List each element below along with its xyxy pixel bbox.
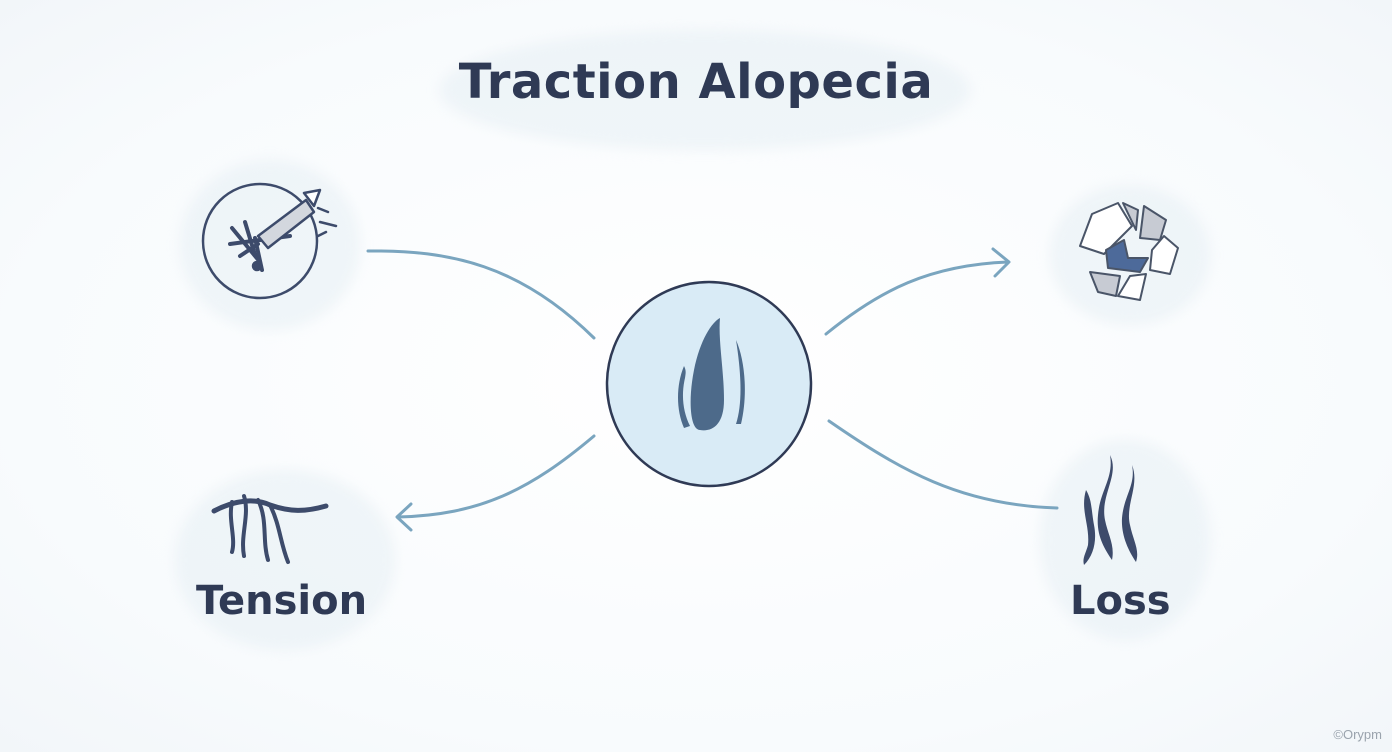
hair-follicle-icon [678, 318, 745, 431]
watermark: ©Orypm [1333, 727, 1382, 742]
title-glow [440, 30, 970, 150]
connector-top-right [824, 260, 1010, 336]
broken-circle-icon [1079, 202, 1179, 301]
connector-bottom-left [396, 434, 596, 519]
pulled-hair-icon [211, 494, 329, 564]
loss-label: Loss [1070, 578, 1171, 624]
arrowhead-top-right [991, 247, 1011, 278]
falling-strands-icon [1083, 455, 1138, 565]
tension-glow [175, 470, 395, 650]
connectors [366, 247, 1059, 532]
connector-bottom-right [827, 419, 1059, 510]
hair-snap-icon [201, 182, 338, 300]
tension-label: Tension [196, 578, 368, 624]
center-node [605, 280, 813, 488]
arrowhead-bottom-left [395, 502, 413, 532]
diagram-title: Traction Alopecia [458, 54, 934, 110]
connector-top-left [366, 249, 596, 340]
